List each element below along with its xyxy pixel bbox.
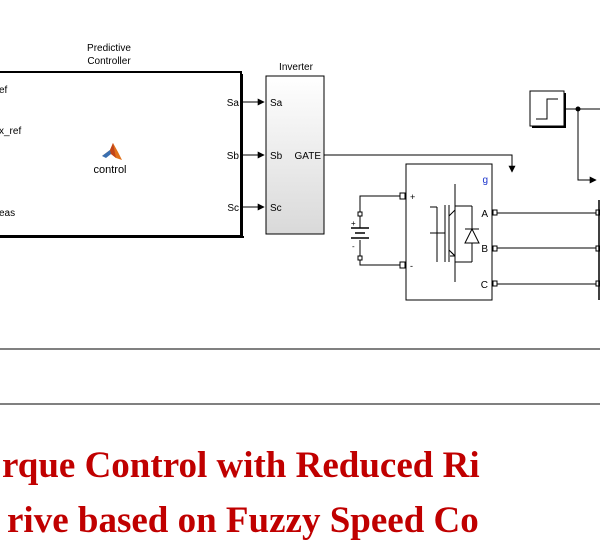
bridge-phase-b: B xyxy=(481,244,488,255)
step-input-block[interactable] xyxy=(529,90,566,128)
predictive-controller-block[interactable]: Predictive Controller ef x_ref eas Sa Sb… xyxy=(0,43,244,238)
controller-input-ref: ef xyxy=(0,85,8,96)
controller-input-flux-ref: x_ref xyxy=(0,126,21,137)
dc-voltage-source[interactable]: + - xyxy=(351,195,402,266)
inverter-block[interactable]: Inverter Sa Sb Sc GATE xyxy=(265,62,325,235)
controller-function-name: control xyxy=(93,164,126,176)
bridge-gate-port: g xyxy=(482,175,488,186)
inverter-input-sb: Sb xyxy=(270,151,283,162)
universal-bridge-block[interactable]: + - g A B C xyxy=(399,163,493,301)
dc-source-plus: + xyxy=(351,219,356,228)
bridge-dc-minus: - xyxy=(410,261,413,271)
paper-title-line1: rque Control with Reduced Ri xyxy=(2,446,480,486)
phase-output-wires xyxy=(492,200,600,300)
matlab-function-icon xyxy=(102,143,122,160)
inverter-input-sc: Sc xyxy=(270,203,282,214)
inverter-input-sa: Sa xyxy=(270,98,283,109)
paper-title-line2: rive based on Fuzzy Speed Co xyxy=(7,501,479,541)
controller-output-sc: Sc xyxy=(227,203,239,214)
igbt-diode-icon xyxy=(430,184,480,282)
controller-to-inverter-wires xyxy=(243,98,265,211)
inverter-title: Inverter xyxy=(279,62,314,73)
bridge-phase-a: A xyxy=(481,209,488,220)
controller-input-meas: eas xyxy=(0,208,15,219)
controller-output-sa: Sa xyxy=(227,98,240,109)
gate-wire xyxy=(324,154,516,173)
dc-source-minus: - xyxy=(352,242,355,251)
controller-title-line2: Controller xyxy=(87,56,131,67)
bridge-phase-c: C xyxy=(481,280,488,291)
step-signal-wires xyxy=(566,106,600,184)
inverter-output-gate: GATE xyxy=(295,151,322,162)
controller-output-sb: Sb xyxy=(227,151,240,162)
controller-title-line1: Predictive xyxy=(87,43,131,54)
bridge-dc-plus: + xyxy=(410,192,415,202)
